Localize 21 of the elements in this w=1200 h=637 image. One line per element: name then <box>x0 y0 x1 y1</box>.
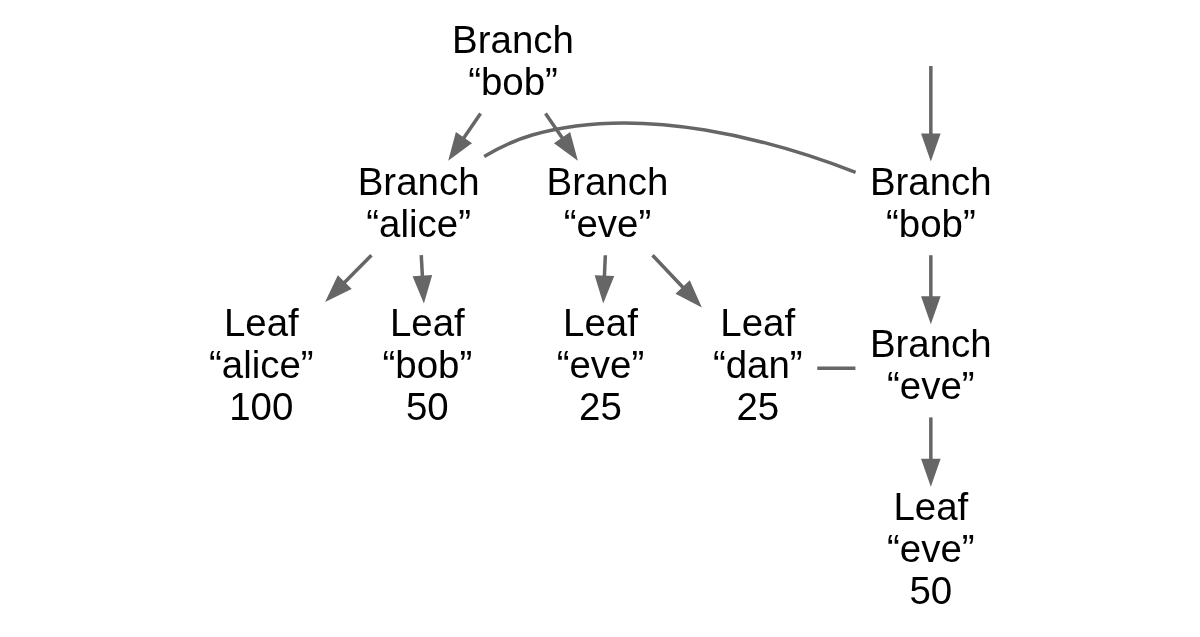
arrow <box>921 66 941 162</box>
node-text: Branch “eve” <box>546 159 669 245</box>
node-text: Leaf “eve” 50 <box>887 484 975 612</box>
arrow <box>651 254 702 308</box>
connector <box>817 366 856 371</box>
node-text: Branch “eve” <box>869 322 992 408</box>
node-text: Branch “bob” <box>869 159 992 245</box>
arrow <box>325 254 373 303</box>
node-text: Leaf “alice” 100 <box>208 301 314 429</box>
arrow <box>544 112 578 161</box>
arrow <box>594 255 615 304</box>
connector <box>483 121 857 174</box>
node-text: Leaf “dan” 25 <box>712 301 803 429</box>
node-text: Branch “bob” <box>452 17 574 103</box>
node-text: Branch “alice” <box>357 159 480 245</box>
node-text: Leaf “bob” 50 <box>382 301 473 429</box>
arrow <box>448 112 482 161</box>
arrow <box>921 255 941 325</box>
arrow <box>921 417 941 487</box>
arrow <box>412 255 433 304</box>
node-text: Leaf “eve” 25 <box>556 301 645 429</box>
